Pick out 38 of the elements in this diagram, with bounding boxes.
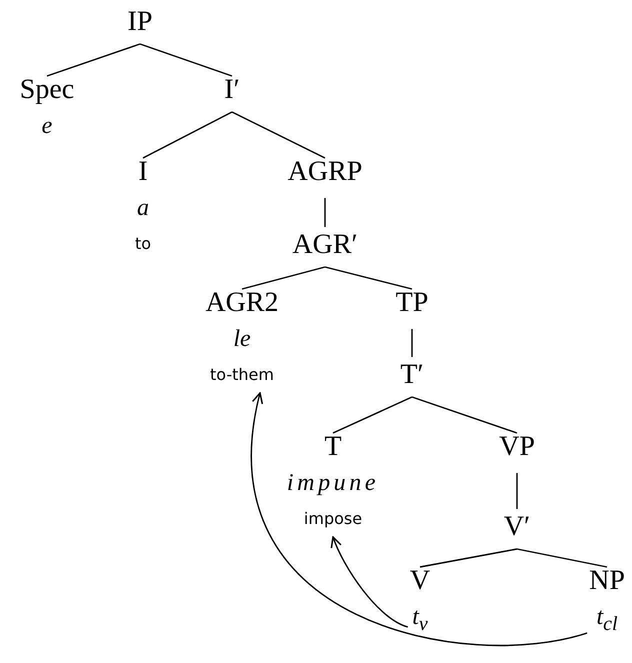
category-label: NP (589, 564, 625, 598)
tree-branch (232, 111, 326, 159)
category-label: Spec (20, 73, 74, 107)
word-form: t$_{cl}$ (595, 603, 619, 635)
word-form: t$_{v}$ (411, 603, 429, 635)
tree-branch (516, 473, 518, 509)
tree-branch (142, 111, 232, 159)
category-label: AGRP (288, 155, 362, 189)
category-label: I (137, 155, 149, 189)
tree-branch (242, 266, 326, 290)
word-form: impune (286, 469, 380, 498)
tree-branch (140, 43, 232, 77)
gloss: to (134, 233, 152, 255)
category-label: VP (499, 430, 535, 464)
tree-branch (324, 198, 326, 227)
category-label: AGR2 (205, 286, 279, 320)
gloss: impose (302, 508, 364, 530)
category-label: V (410, 564, 430, 598)
movement-arrow (331, 536, 408, 628)
tree-branch (420, 548, 518, 568)
category-label: TP (396, 286, 428, 320)
word-form: le (232, 325, 252, 354)
category-label: T (323, 430, 343, 464)
category-label: IP (128, 5, 152, 39)
tree-branch (332, 396, 412, 434)
tree-branch (324, 266, 412, 290)
category-label: I′ (224, 73, 240, 107)
category-label: AGR′ (292, 228, 358, 262)
movement-arrow (251, 392, 588, 646)
tree-branch (412, 396, 518, 434)
tree-branch (411, 329, 413, 357)
tree-branch (516, 548, 608, 568)
category-label: V′ (504, 510, 530, 544)
gloss: to-them (209, 364, 275, 386)
word-form: e (40, 112, 54, 141)
tree-branch (46, 43, 140, 77)
word-form: a (136, 194, 150, 223)
category-label: T′ (400, 358, 424, 392)
